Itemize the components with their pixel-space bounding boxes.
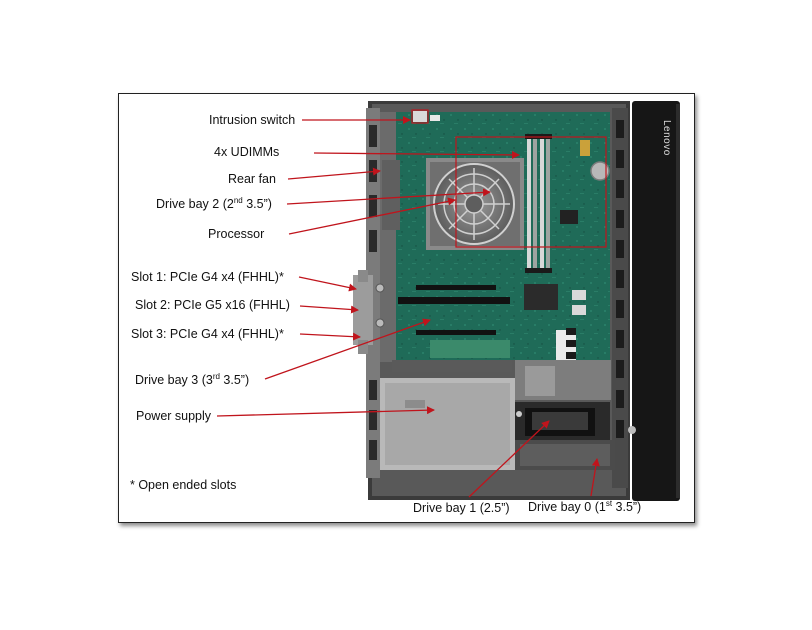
callout-arrows xyxy=(216,116,600,498)
rear-fan xyxy=(382,160,400,230)
pcie-slots xyxy=(398,285,510,358)
drive-bay-3 xyxy=(392,360,611,400)
slot-2-arrow xyxy=(299,305,359,314)
label-rear-fan: Rear fan xyxy=(228,172,276,186)
motherboard xyxy=(380,111,610,362)
footnote-open-ended-slots: * Open ended slots xyxy=(130,478,237,492)
lenovo-logo: Lenovo xyxy=(661,120,672,156)
udimm-highlight-box xyxy=(455,136,607,248)
label-drive-bay-3: Drive bay 3 (3rd 3.5”) xyxy=(135,371,250,387)
intrusion-switch-highlight-box xyxy=(411,109,429,124)
label-intrusion-switch: Intrusion switch xyxy=(209,113,296,127)
label-udimms: 4x UDIMMs xyxy=(214,145,280,159)
drive-bay-1-tray xyxy=(532,412,588,430)
label-processor: Processor xyxy=(208,227,265,241)
drive-bay-0-arrow xyxy=(590,458,600,497)
chipset xyxy=(524,284,558,310)
label-drive-bay-1: Drive bay 1 (2.5”) xyxy=(413,501,510,515)
rear-fan-arrow xyxy=(287,167,381,180)
power-supply xyxy=(380,378,515,470)
processor-heatsink xyxy=(426,158,524,250)
slot-3-arrow xyxy=(299,332,361,341)
power-supply-arrow xyxy=(216,406,435,417)
label-power-supply: Power supply xyxy=(136,409,212,423)
label-slot-1: Slot 1: PCIe G4 x4 (FHHL)* xyxy=(131,270,284,284)
drive-bay-3-arrow xyxy=(264,318,431,380)
label-slot-3: Slot 3: PCIe G4 x4 (FHHL)* xyxy=(131,327,284,341)
slot-1-arrow xyxy=(298,276,357,292)
front-bezel: Lenovo xyxy=(632,101,680,501)
udimms-arrow xyxy=(313,150,520,159)
front-drive-cage xyxy=(515,402,636,470)
drive-bay-2-arrow xyxy=(286,188,491,205)
intrusion-switch xyxy=(413,111,427,122)
drive-bay-1-arrow xyxy=(468,420,550,498)
label-slot-2: Slot 2: PCIe G5 x16 (FHHL) xyxy=(135,298,290,312)
label-drive-bay-0: Drive bay 0 (1st 3.5”) xyxy=(528,498,642,514)
label-drive-bay-2: Drive bay 2 (2nd 3.5”) xyxy=(156,195,272,211)
expansion-bracket xyxy=(353,270,385,354)
processor-arrow xyxy=(288,197,456,235)
